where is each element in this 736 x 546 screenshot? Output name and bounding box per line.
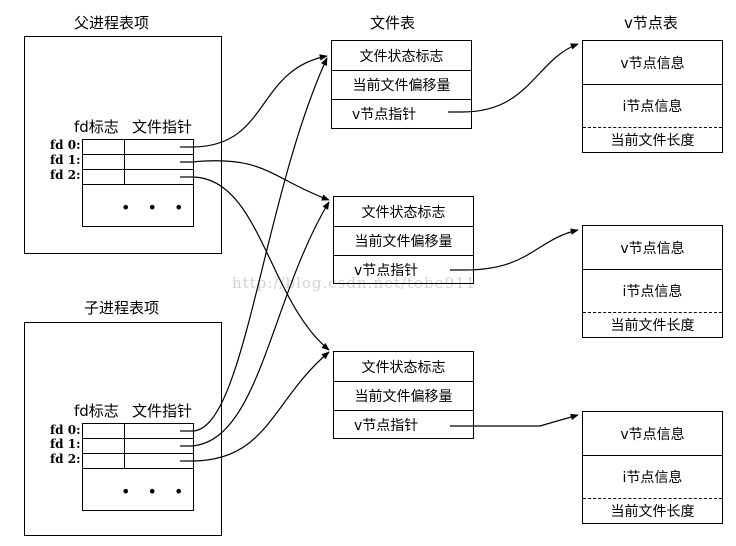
vnode-pointer-2-arrow — [450, 228, 579, 271]
parent-fd-ellipsis: • • • — [121, 198, 190, 217]
child-fd-row-divider-3 — [83, 468, 193, 469]
child-fd0-label: fd 0: — [50, 423, 81, 437]
file-status-flags-1: 文件状态标志 — [359, 48, 444, 65]
child-fd1-label: fd 1: — [50, 437, 81, 451]
inode-info-2: i节点信息 — [583, 269, 722, 312]
parent-fd-row-divider-3 — [83, 184, 193, 185]
vnode-info-3: v节点信息 — [620, 426, 685, 443]
file-table-entry-1: 文件状态标志 当前文件偏移量 v节点指针 — [331, 40, 472, 129]
parent-fd0-label: fd 0: — [50, 138, 81, 152]
child-entry-heading: 子进程表项 — [84, 299, 160, 317]
vnode-entry-2: v节点信息 i节点信息 当前文件长度 — [582, 225, 723, 338]
vnode-entry-1: v节点信息 i节点信息 当前文件长度 — [582, 40, 723, 153]
vnode-table-heading: v节点表 — [624, 14, 678, 32]
parent-fd2-arrow — [191, 176, 330, 351]
vnode-pointer-3-arrow — [450, 413, 579, 427]
parent-process-entry — [24, 36, 222, 254]
vnode-pointer-3: v节点指针 — [334, 410, 473, 438]
file-length-1: 当前文件长度 — [583, 127, 722, 152]
child-fd-row-divider-1 — [83, 438, 193, 439]
inode-info-1: i节点信息 — [583, 84, 722, 127]
child-fd2-label: fd 2: — [50, 452, 81, 466]
vnode-info-2: v节点信息 — [620, 240, 685, 257]
vnode-entry-3: v节点信息 i节点信息 当前文件长度 — [582, 411, 723, 524]
file-offset-1: 当前文件偏移量 — [332, 70, 471, 99]
child-fd-table: • • • — [82, 423, 194, 511]
vnode-pointer-1: v节点指针 — [332, 99, 471, 128]
child-fd-flags-header: fd标志 — [74, 402, 119, 420]
file-length-2: 当前文件长度 — [583, 312, 722, 337]
vnode-pointer-2: v节点指针 — [334, 255, 473, 283]
parent-fd1-label: fd 1: — [50, 153, 81, 167]
parent-fd-flags-header: fd标志 — [74, 118, 119, 136]
file-status-flags-2: 文件状态标志 — [361, 204, 446, 221]
file-table-entry-3: 文件状态标志 当前文件偏移量 v节点指针 — [333, 351, 474, 439]
parent-entry-heading: 父进程表项 — [74, 14, 150, 32]
vnode-pointer-1-arrow — [448, 43, 579, 113]
file-offset-3: 当前文件偏移量 — [334, 381, 473, 410]
child-fd0-arrow — [191, 57, 328, 432]
inode-info-3: i节点信息 — [583, 455, 722, 498]
parent-fd-table: • • • — [82, 139, 194, 227]
vnode-info-1: v节点信息 — [620, 55, 685, 72]
parent-fd-row-divider-2 — [83, 169, 193, 170]
parent-fd-row-divider-1 — [83, 154, 193, 155]
child-fd1-arrow — [191, 201, 330, 447]
file-length-3: 当前文件长度 — [583, 498, 722, 523]
child-process-entry — [24, 322, 222, 536]
file-status-flags-3: 文件状态标志 — [361, 359, 446, 376]
child-fd-column-divider — [124, 424, 125, 468]
child-file-pointer-header: 文件指针 — [132, 402, 193, 420]
parent-fd1-arrow — [191, 160, 330, 201]
parent-fd2-label: fd 2: — [50, 168, 81, 182]
parent-fd0-arrow — [191, 54, 328, 148]
child-fd2-arrow — [191, 351, 330, 462]
child-fd-ellipsis: • • • — [121, 482, 190, 501]
file-table-heading: 文件表 — [370, 14, 416, 32]
child-fd-row-divider-2 — [83, 453, 193, 454]
file-offset-2: 当前文件偏移量 — [334, 226, 473, 255]
parent-fd-column-divider — [124, 140, 125, 184]
parent-file-pointer-header: 文件指针 — [132, 118, 193, 136]
file-table-entry-2: 文件状态标志 当前文件偏移量 v节点指针 — [333, 196, 474, 284]
